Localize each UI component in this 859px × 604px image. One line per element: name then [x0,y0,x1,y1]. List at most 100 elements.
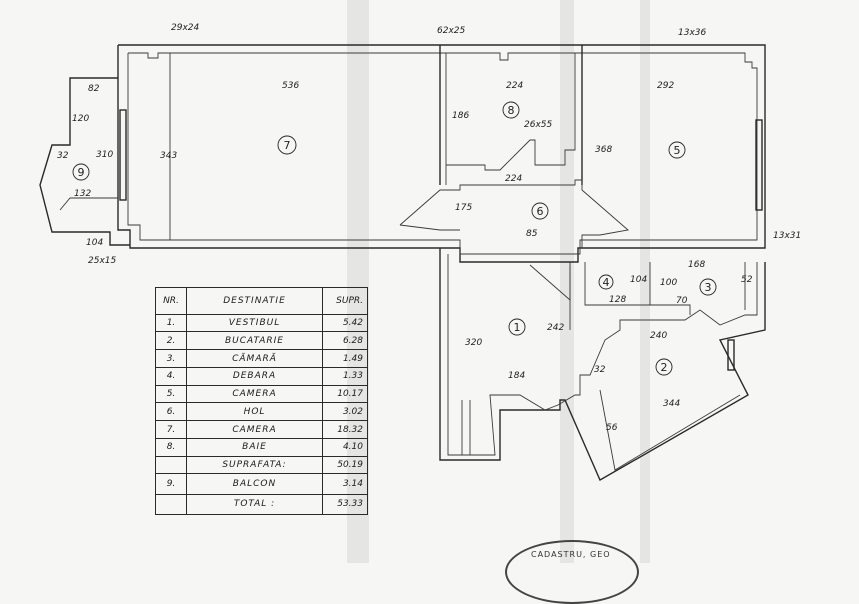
row-dest: CAMERA [186,384,323,404]
dim-label: 82 [88,84,100,94]
total-row: TOTAL :53.33 [155,493,368,516]
scan-streak-2 [560,0,574,563]
dim-label: 186 [452,111,469,121]
dim-label: 62x25 [437,26,466,36]
row-dest: CĂMARĂ [186,349,323,368]
subtotal-label: SUPRAFATA: [186,455,323,475]
row-dest: BAIE [186,437,323,457]
dim-label: 29x24 [171,23,200,33]
dim-label: 224 [505,174,522,184]
row-dest: CAMERA [186,420,323,439]
row-nr: 2. [155,331,187,351]
subtotal-empty [155,455,187,475]
row-supr: 3.02 [322,402,368,422]
dim-label: 104 [630,275,647,285]
inner-wall-top [127,52,758,255]
dim-label: 120 [72,114,89,124]
dim-label: 56 [606,423,618,433]
svg-text:9: 9 [78,166,85,179]
svg-text:2: 2 [661,361,668,374]
window-left [119,109,127,201]
dim-label: 26x55 [524,120,553,130]
dim-label: 32 [594,365,606,375]
svg-text:3: 3 [705,281,712,294]
dim-label: 168 [688,260,705,270]
dim-label: 368 [595,145,612,155]
bath-walls [446,53,576,171]
row-dest: DEBARA [186,366,323,386]
row-supr: 1.49 [322,349,368,368]
legend-header-supr: SUPR. [322,287,368,315]
dim-label: 343 [160,151,177,161]
row-nr: 8. [155,437,187,457]
svg-text:5: 5 [674,144,681,157]
svg-text:7: 7 [284,139,291,152]
room-3-marker: 3 [699,278,717,296]
total-value: 53.33 [322,493,368,516]
stamp-text: CADASTRU, GEO [531,550,611,559]
floor-plan: 7 8 5 6 9 1 2 3 4 29x24 62x25 13x36 536 … [39,23,801,481]
row-nr: 1. [155,313,187,333]
total-label: TOTAL : [186,493,323,516]
dim-label: 85 [526,229,538,239]
room-6-marker: 6 [531,202,549,220]
dim-label: 25x15 [88,256,117,266]
dim-label: 242 [547,323,564,333]
row-nr: 7. [155,420,187,439]
row-dest: HOL [186,402,323,422]
dim-label: 240 [650,331,667,341]
balcony-wall [39,77,130,246]
row-supr: 3.14 [322,473,368,495]
legend-header-nr: NR. [155,287,187,315]
kitchen-window [727,339,735,371]
dim-label: 536 [282,81,299,91]
room-5-marker: 5 [668,141,686,159]
row-supr: 5.42 [322,313,368,333]
dim-label: 224 [506,81,523,91]
room-9-marker: 9 [72,163,90,181]
outer-wall-top [117,44,766,263]
wall-4-box [584,262,691,315]
svg-text:8: 8 [508,104,515,117]
row-nr: 3. [155,349,187,368]
row-nr: 6. [155,402,187,422]
dim-label: 344 [663,399,680,409]
dim-label: 320 [465,338,482,348]
room-8-marker: 8 [502,101,520,119]
dim-label: 310 [96,150,113,160]
subtotal-row: SUPRAFATA:50.19 [155,455,368,475]
legend-header: NR. DESTINATIE SUPR. [155,287,368,315]
row-supr: 4.10 [322,437,368,457]
hall-walls [399,179,630,248]
outer-wall-bottom [439,248,766,481]
dim-label: 13x31 [773,231,801,241]
room-4-marker: 4 [598,274,614,290]
row-nr: 5. [155,384,187,404]
row-supr: 1.33 [322,366,368,386]
inner-wall-bottom [447,254,758,456]
dim-label: 32 [57,151,69,161]
total-empty [155,493,187,516]
row-supr: 18.32 [322,420,368,439]
svg-text:6: 6 [537,205,544,218]
dim-label: 100 [660,278,677,288]
dim-label: 52 [741,275,753,285]
dim-label: 128 [609,295,626,305]
hall-opening [399,224,460,231]
balcony-inner [59,197,118,211]
kitchen-inner [599,389,741,471]
cadastre-stamp: CADASTRU, GEO [505,540,639,604]
room-2-marker: 2 [655,358,673,376]
dim-label: 175 [455,203,472,213]
room-1-marker: 1 [508,318,526,336]
window-right [755,119,763,211]
dim-label: 292 [657,81,674,91]
dim-label: 184 [508,371,525,381]
row-supr: 10.17 [322,384,368,404]
